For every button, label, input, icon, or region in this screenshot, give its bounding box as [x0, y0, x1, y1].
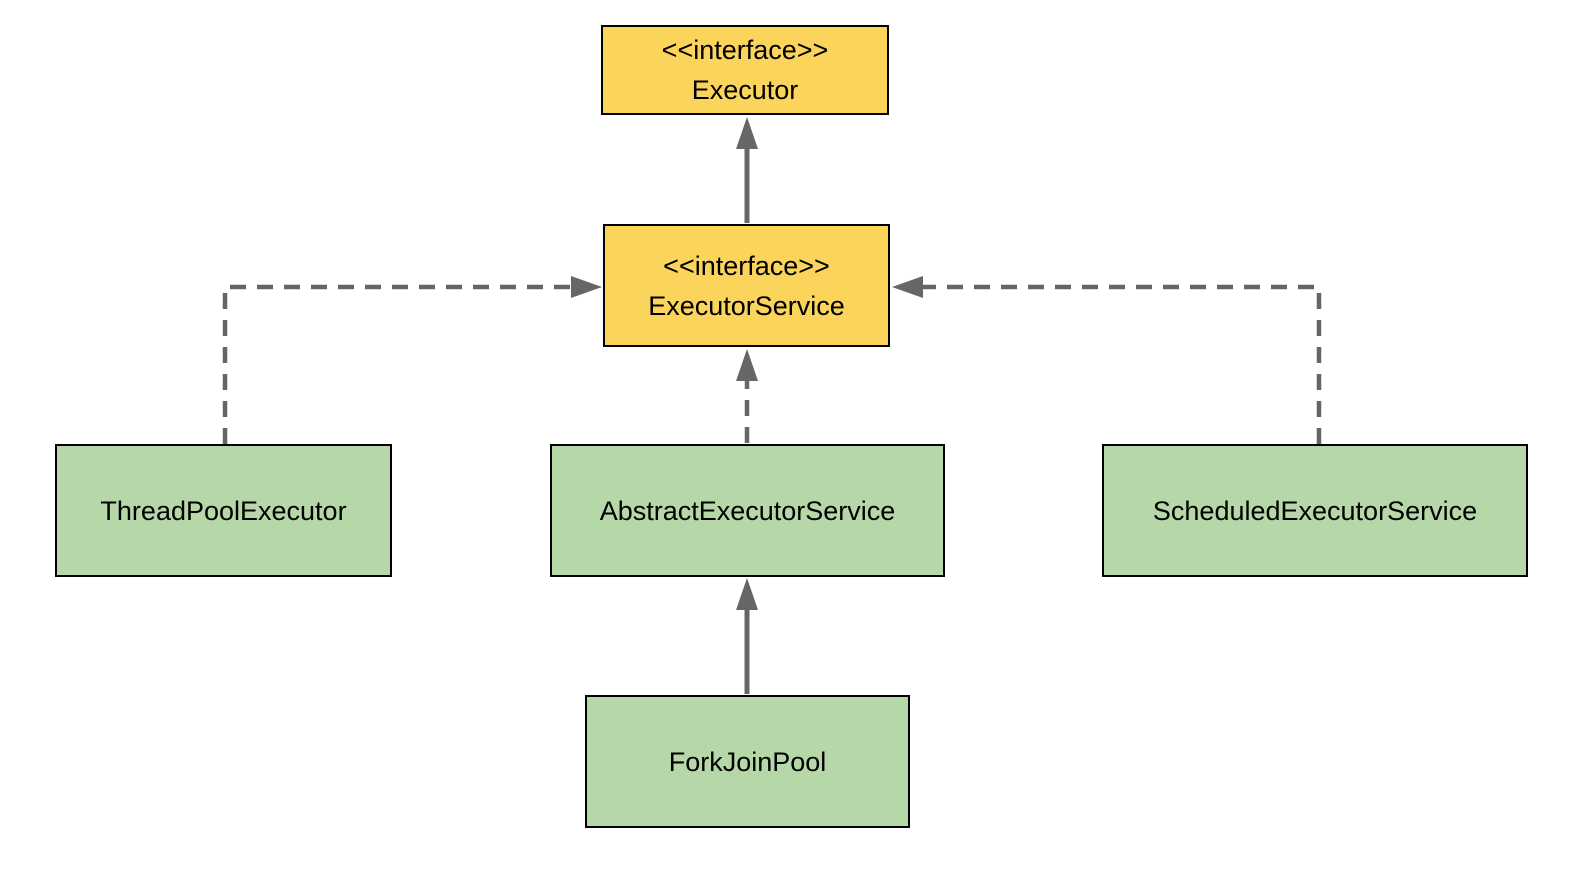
node-abstractexecutorservice-name: AbstractExecutorService	[599, 495, 896, 526]
node-threadpoolexecutor-name: ThreadPoolExecutor	[100, 495, 347, 526]
edge-forkjoinpool-to-abstractexecutorservice	[736, 578, 758, 694]
arrowhead	[736, 117, 758, 149]
edge-abstractexecutorservice-to-executorservice	[736, 349, 758, 443]
node-executorservice-stereotype: <<interface>>	[663, 250, 830, 281]
arrowhead	[571, 276, 602, 298]
node-executor-stereotype: <<interface>>	[661, 35, 829, 65]
edge-threadpoolexecutor-to-executorservice	[222, 276, 602, 444]
arrowhead	[892, 276, 923, 298]
edge-executorservice-to-executor	[736, 117, 758, 223]
node-scheduledexecutorservice: ScheduledExecutorService	[1102, 444, 1528, 577]
node-threadpoolexecutor: ThreadPoolExecutor	[55, 444, 392, 577]
node-scheduledexecutorservice-name: ScheduledExecutorService	[1152, 495, 1478, 526]
node-executor-name: Executor	[691, 75, 799, 105]
node-forkjoinpool-name: ForkJoinPool	[668, 746, 827, 777]
node-executor: <<interface>> Executor	[601, 25, 889, 115]
node-executorservice-name: ExecutorService	[648, 290, 845, 321]
node-abstractexecutorservice: AbstractExecutorService	[550, 444, 945, 577]
edge-scheduledexecutorservice-to-executorservice	[892, 276, 1322, 444]
node-executorservice: <<interface>> ExecutorService	[603, 224, 890, 347]
node-forkjoinpool: ForkJoinPool	[585, 695, 910, 828]
arrowhead	[736, 349, 758, 381]
arrowhead	[736, 578, 758, 610]
